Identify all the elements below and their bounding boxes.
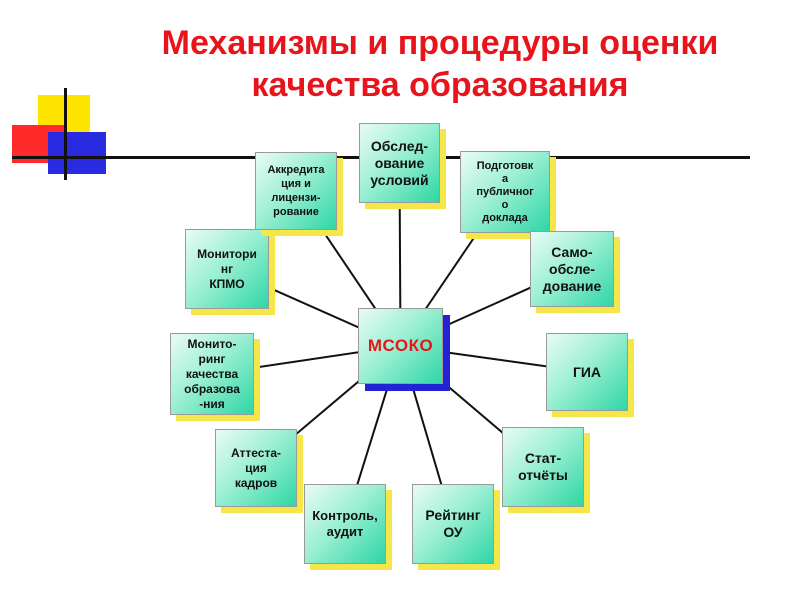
- node-label: Стат- отчёты: [518, 450, 568, 483]
- node-label: Аккредита ция и лицензи- рование: [267, 164, 325, 218]
- node-monitoring-kpmo: Монитори нг КПМО: [185, 229, 269, 309]
- node-obsled: Обслед- ование условий: [359, 123, 440, 203]
- node-label: Обслед- ование условий: [370, 137, 429, 188]
- node-reiting: Рейтинг ОУ: [412, 484, 494, 564]
- node-label: Контроль, аудит: [312, 508, 378, 539]
- node-akkreditatsiya: Аккредита ция и лицензи- рование: [255, 152, 337, 230]
- node-kontrol: Контроль, аудит: [304, 484, 386, 564]
- node-monitoring-kachestva: Монито- ринг качества образова -ния: [170, 333, 254, 415]
- node-samo: Само- обсле- дование: [530, 231, 614, 307]
- node-podgotovka: Подготовк а публичног о доклада: [460, 151, 550, 233]
- slide-title: Механизмы и процедуры оценки качества об…: [161, 24, 719, 104]
- node-label: Само- обсле- дование: [542, 243, 602, 294]
- node-label: Рейтинг ОУ: [425, 507, 481, 540]
- node-label: Подготовк а публичног о доклада: [476, 159, 534, 224]
- node-label: Аттеста- ция кадров: [231, 445, 281, 490]
- decor-blue-square: [48, 132, 106, 174]
- node-gia: ГИА: [546, 333, 628, 411]
- node-msoko: МСОКО: [358, 308, 443, 384]
- node-stat: Стат- отчёты: [502, 427, 584, 507]
- node-attestatsiya: Аттеста- ция кадров: [215, 429, 297, 507]
- node-label: Монито- ринг качества образова -ния: [184, 336, 240, 411]
- decor-vertical-line: [64, 88, 67, 180]
- node-label: МСОКО: [367, 336, 434, 355]
- node-label: ГИА: [572, 364, 602, 380]
- node-label: Монитори нг КПМО: [197, 246, 257, 291]
